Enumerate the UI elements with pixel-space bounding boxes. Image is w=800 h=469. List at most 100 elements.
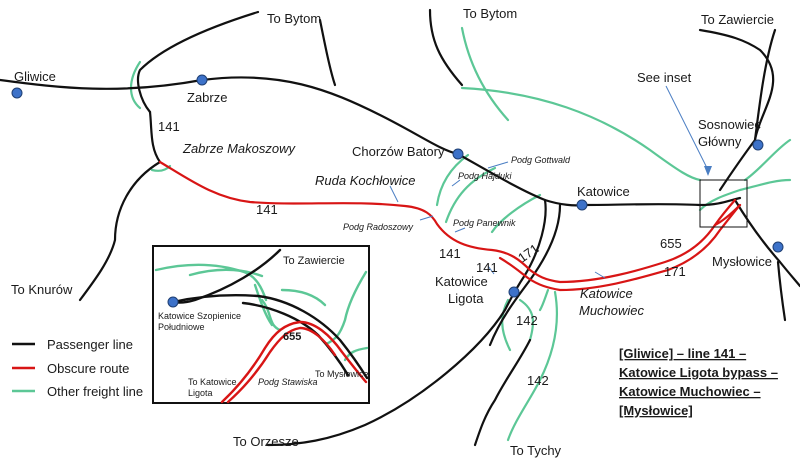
line-number-142-south: 142 — [527, 373, 549, 388]
title-line-2: Katowice Ligota bypass – — [619, 365, 778, 380]
label-to-bytom-1: To Bytom — [267, 11, 321, 26]
legend-label-obscure: Obscure route — [47, 361, 129, 376]
freight-lines — [129, 26, 792, 442]
title-line-1: [Gliwice] – line 141 – — [619, 346, 746, 361]
passenger-line-to-zawiercie — [698, 28, 775, 192]
legend: Passenger line Obscure route Other freig… — [12, 337, 143, 399]
label-to-tychy: To Tychy — [510, 443, 562, 458]
line-number-141-gliwice: 141 — [158, 119, 180, 134]
line-number-141-radoszowy: 141 — [439, 246, 461, 261]
title-line-4: [Mysłowice] — [619, 403, 693, 418]
inset-label-szopienice-1: Katowice Szopienice — [158, 311, 241, 321]
station-gliwice[interactable] — [11, 87, 23, 99]
inset-station-szopienice[interactable] — [167, 296, 179, 308]
pointer-arrows — [389, 161, 606, 279]
inset-locator — [665, 85, 748, 228]
label-ligota-2: Ligota — [448, 291, 484, 306]
station-myslowice[interactable] — [772, 241, 784, 253]
passenger-line-zawiercie-east — [753, 28, 777, 142]
inset-frame — [152, 245, 370, 404]
see-inset-arrow — [665, 85, 709, 171]
inset-passenger-main — [171, 294, 369, 380]
passenger-line-katowice-ligota — [266, 198, 547, 447]
station-katowice-ligota[interactable] — [508, 286, 520, 298]
junction-labels: Podg Gottwald Podg Hajduki Podg Radoszow… — [343, 155, 571, 232]
freight-line-panewnik-link — [490, 193, 542, 234]
passenger-line-to-tychy — [473, 338, 532, 447]
label-katowice: Katowice — [577, 184, 630, 199]
passenger-line-to-bytom-2 — [428, 8, 464, 87]
label-ligota-1: Katowice — [435, 274, 488, 289]
pointer-gottwald — [487, 161, 509, 169]
label-to-knurow: To Knurów — [11, 282, 73, 297]
freight-line-muchowiec-west — [538, 288, 550, 312]
label-muchowiec-2: Muchowiec — [579, 303, 645, 318]
passenger-line-myslowice-south — [776, 260, 787, 322]
label-gliwice: Gliwice — [14, 69, 56, 84]
inset-obscure-inner — [226, 326, 337, 404]
inset-freight-loop — [260, 298, 282, 332]
label-to-orzesze: To Orzesze — [233, 434, 299, 449]
line-number-655: 655 — [660, 236, 682, 251]
passenger-line-bytom1-branch — [318, 18, 337, 87]
label-podg-radoszowy: Podg Radoszowy — [343, 222, 414, 232]
label-myslowice: Mysłowice — [712, 254, 772, 269]
freight-line-ligota-south — [501, 298, 512, 352]
title-line-3: Katowice Muchowiec – — [619, 384, 761, 399]
see-inset-arrowhead — [704, 166, 712, 176]
station-katowice[interactable] — [576, 199, 588, 211]
line-number-141-route: 141 — [256, 202, 278, 217]
station-sosnowiec-glowny[interactable] — [752, 139, 764, 151]
label-to-zawiercie: To Zawiercie — [701, 12, 774, 27]
freight-line-142 — [518, 298, 535, 342]
passenger-line-myslowice — [733, 198, 800, 288]
label-chorzow-batory: Chorzów Batory — [352, 144, 445, 159]
freight-line-east-sosnowiec — [743, 138, 792, 182]
label-podg-gottwald: Podg Gottwald — [511, 155, 571, 165]
obscure-route-141 — [158, 160, 737, 284]
inset-obscure-outer — [220, 320, 368, 404]
label-podg-panewnik: Podg Panewnik — [453, 218, 516, 228]
line-number-141-ligota: 141 — [476, 260, 498, 275]
label-podg-hajduki: Podg Hajduki — [458, 171, 513, 181]
passenger-line-gliwice-knurow-141 — [78, 110, 162, 302]
inset-label-to-ligota-2: Ligota — [188, 388, 213, 398]
pointer-muchowiec — [594, 271, 606, 279]
label-ruda-kochlowice: Ruda Kochłowice — [315, 173, 415, 188]
stations — [11, 74, 784, 298]
pointer-radoszowy — [419, 215, 434, 221]
line-number-labels: 141 141 141 141 171 171 655 142 142 — [158, 119, 686, 388]
inset-label-655: 655 — [283, 331, 301, 343]
legend-label-freight: Other freight line — [47, 384, 143, 399]
inset-label-to-ligota-1: To Katowice — [188, 377, 237, 387]
label-sosnowiec-1: Sosnowiec — [698, 117, 761, 132]
label-zabrze: Zabrze — [187, 90, 227, 105]
station-zabrze[interactable] — [196, 74, 208, 86]
pointer-panewnik — [454, 227, 466, 233]
obscure-route-171-parallel — [498, 203, 742, 292]
obscure-route — [158, 160, 742, 292]
line-number-142-north: 142 — [516, 313, 538, 328]
freight-line-142-south — [506, 290, 558, 442]
inset-label-zawiercie: To Zawiercie — [283, 255, 345, 267]
pointer-hajduki — [451, 179, 461, 187]
pointer-ruda-kochlowice — [389, 185, 399, 203]
inset-freight-east — [280, 288, 327, 307]
label-muchowiec-1: Katowice — [580, 286, 633, 301]
inset-label-stawiska: Podg Stawiska — [258, 377, 318, 387]
map-title: [Gliwice] – line 141 – Katowice Ligota b… — [619, 346, 778, 418]
station-chorzow-batory[interactable] — [452, 148, 464, 160]
freight-line-long-east — [460, 86, 702, 182]
label-to-bytom-2: To Bytom — [463, 6, 517, 21]
inset-label-szopienice-2: Południowe — [158, 322, 205, 332]
inset-lines — [154, 248, 369, 404]
inset-freight-upper — [188, 268, 264, 278]
line-number-171-east: 171 — [664, 264, 686, 279]
freight-line-inset-area — [698, 178, 792, 212]
freight-line-bytom2-north — [460, 26, 510, 122]
label-see-inset: See inset — [637, 70, 692, 85]
inset-label-to-myslowice: To Mysłowice — [315, 369, 369, 379]
inset-locator-box — [699, 179, 748, 228]
